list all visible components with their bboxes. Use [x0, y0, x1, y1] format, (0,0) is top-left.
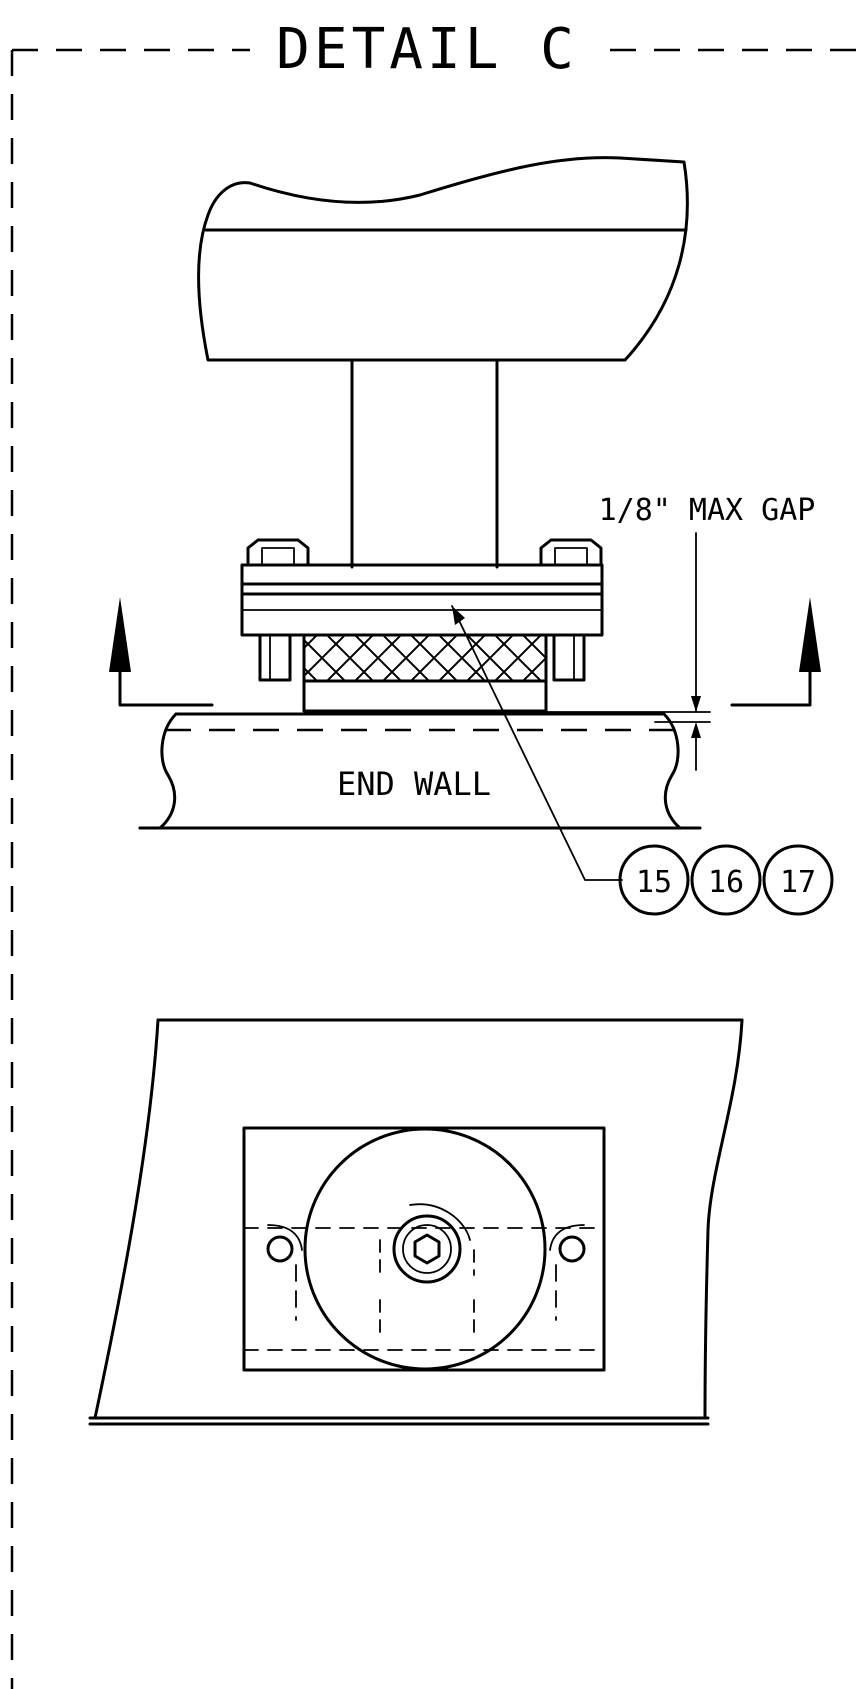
wall-label: END WALL	[337, 765, 491, 803]
plan-bolt-hole-right	[549, 1224, 586, 1321]
upper-body	[197, 156, 689, 362]
callout-balloon-15: 15	[618, 844, 690, 916]
section-arrow-right	[730, 597, 821, 707]
end-wall	[138, 712, 702, 830]
plan-center-bolt	[379, 1203, 475, 1336]
gap-note: 1/8" MAX GAP	[599, 493, 816, 528]
callout-balloon-16: 16	[690, 844, 762, 916]
section-arrow-left	[109, 597, 214, 707]
callout-16-label: 16	[708, 865, 744, 900]
bolt-shank-left	[258, 633, 292, 682]
bolt-head-right	[539, 538, 603, 567]
callout-17-label: 17	[780, 865, 816, 900]
plan-bolt-hole-left	[266, 1224, 303, 1321]
mounting-plate	[240, 563, 604, 637]
rubber-pad	[302, 633, 548, 713]
callout-balloon-17: 17	[762, 844, 834, 916]
plan-disc	[303, 1127, 547, 1371]
post	[350, 358, 499, 569]
gap-dimension	[545, 532, 711, 771]
bolt-head-left	[246, 538, 310, 567]
detail-title: DETAIL C	[276, 17, 578, 82]
bolt-shank-right	[552, 633, 586, 682]
detail-border	[10, 48, 866, 1689]
plan-view-outline	[88, 1018, 744, 1426]
callout-leader	[451, 605, 623, 881]
callout-15-label: 15	[636, 865, 672, 900]
